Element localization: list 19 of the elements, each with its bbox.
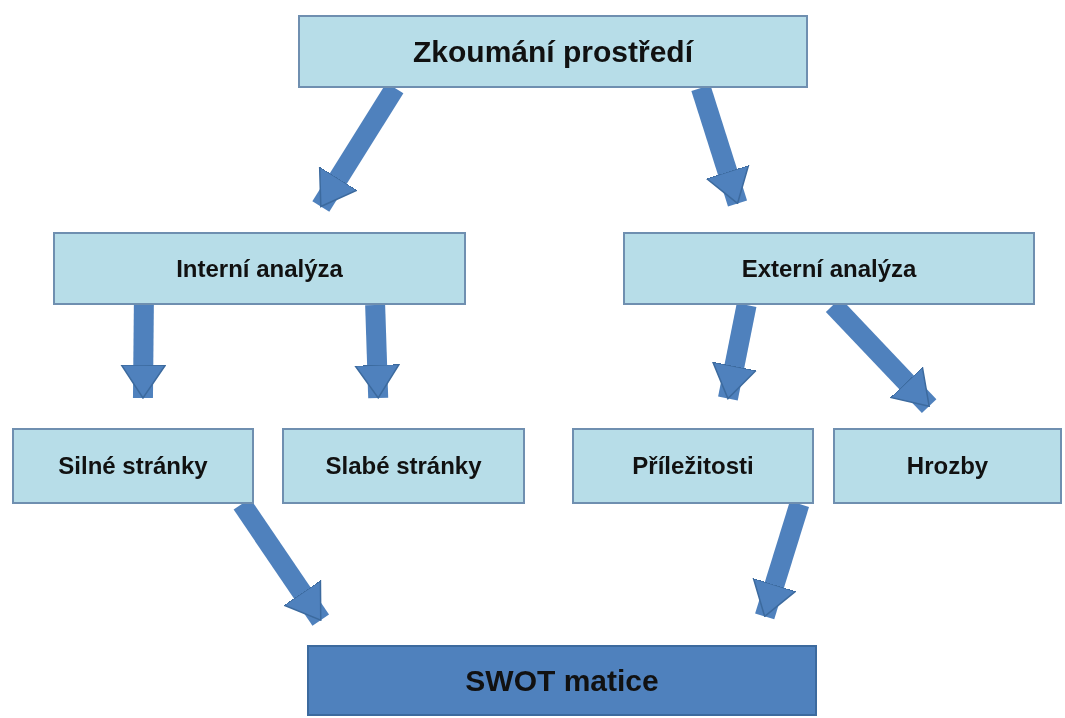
box-label: Zkoumání prostředí	[412, 34, 693, 69]
process-box	[282, 428, 525, 504]
box-label: Silné stránky	[58, 452, 208, 480]
box-label: Příležitosti	[632, 452, 754, 480]
process-box	[53, 232, 466, 305]
block-arrow	[120, 304, 167, 399]
process-box	[298, 15, 808, 88]
box-label: Hrozby	[906, 452, 989, 480]
process-box	[572, 428, 814, 504]
box-label: SWOT matice	[465, 663, 659, 698]
process-box	[623, 232, 1035, 305]
block-arrow	[354, 304, 400, 399]
block-arrow	[712, 303, 757, 401]
box-label: Externí analýza	[741, 254, 917, 283]
box-label: Interní analýza	[176, 254, 343, 283]
process-box	[833, 428, 1062, 504]
result-box	[307, 645, 817, 716]
process-box	[12, 428, 254, 504]
box-label: Slabé stránky	[325, 452, 482, 480]
